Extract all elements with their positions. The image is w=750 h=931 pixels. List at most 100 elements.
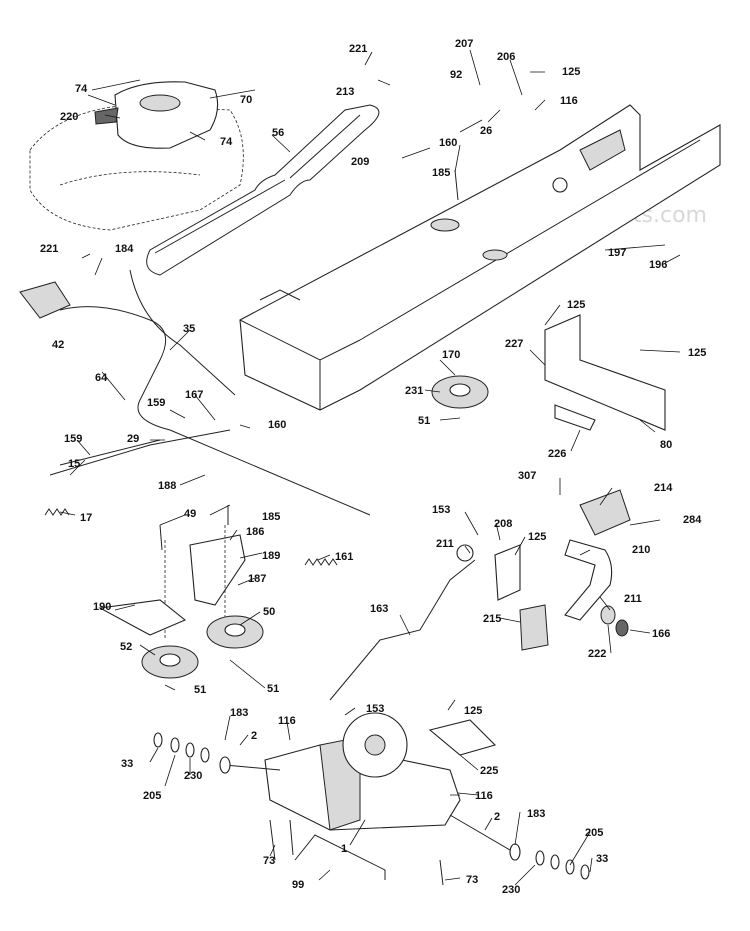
callout-73b: 73: [466, 874, 478, 886]
callout-225: 225: [480, 765, 498, 777]
part-rod-99: [294, 834, 386, 880]
callout-161: 161: [335, 551, 353, 563]
callout-17: 17: [80, 512, 92, 524]
callout-92: 92: [450, 69, 462, 81]
callout-284: 284: [683, 514, 702, 526]
part-grip: [19, 281, 71, 319]
part-pulley-52: [141, 645, 199, 679]
callout-56: 56: [272, 127, 284, 139]
callout-116b: 116: [278, 715, 296, 727]
part-bracket-190: [98, 599, 187, 636]
callout-1: 1: [341, 843, 347, 855]
callout-51c: 51: [267, 683, 279, 695]
callout-125d: 125: [528, 531, 546, 543]
callout-125e: 125: [464, 705, 482, 717]
callout-205b: 205: [585, 827, 603, 839]
callout-51b: 51: [194, 684, 206, 696]
callout-153a: 153: [432, 504, 450, 516]
callout-221b: 221: [40, 243, 58, 255]
part-pulley-50: [206, 615, 264, 649]
part-spring-161: [304, 558, 338, 566]
callout-74b: 74: [220, 136, 233, 148]
callout-2b: 2: [494, 811, 500, 823]
callout-190: 190: [93, 601, 111, 613]
callout-221a: 221: [349, 43, 367, 55]
callout-213: 213: [336, 86, 354, 98]
part-washers-right: [535, 850, 590, 880]
callout-74a: 74: [75, 83, 88, 95]
callout-222: 222: [588, 648, 606, 660]
callout-125a: 125: [562, 66, 580, 78]
callout-51a: 51: [418, 415, 430, 427]
callout-205a: 205: [143, 790, 161, 802]
callout-64: 64: [95, 372, 108, 384]
callout-307: 307: [518, 470, 536, 482]
part-transaxle: [219, 712, 521, 861]
callout-49: 49: [184, 508, 196, 520]
part-chassis-frame: [239, 104, 721, 411]
part-bolts: [159, 169, 459, 886]
callout-99: 99: [292, 879, 304, 891]
callout-170: 170: [442, 349, 460, 361]
callout-73a: 73: [263, 855, 275, 867]
part-bracket-225: [428, 719, 497, 756]
callout-185a: 185: [432, 167, 450, 179]
callout-29: 29: [127, 433, 139, 445]
callout-160b: 160: [268, 419, 286, 431]
callout-42: 42: [52, 339, 64, 351]
leader-lines: [59, 49, 681, 886]
callout-209: 209: [351, 156, 369, 168]
callout-153b: 153: [366, 703, 384, 715]
callout-26: 26: [480, 125, 492, 137]
callout-163: 163: [370, 603, 388, 615]
callout-159a: 159: [147, 397, 165, 409]
callout-230b: 230: [502, 884, 520, 896]
callout-50: 50: [263, 606, 275, 618]
callout-187: 187: [248, 573, 266, 585]
callout-197: 197: [608, 247, 626, 259]
callout-15: 15: [68, 458, 80, 470]
callout-215: 215: [483, 613, 501, 625]
callout-160a: 160: [439, 137, 457, 149]
callout-207: 207: [455, 38, 473, 50]
callout-116c: 116: [475, 790, 493, 802]
callout-2a: 2: [251, 730, 257, 742]
callout-125c: 125: [688, 347, 706, 359]
callout-231: 231: [405, 385, 423, 397]
callout-189: 189: [262, 550, 280, 562]
callout-220: 220: [60, 111, 78, 123]
part-spring-17: [44, 508, 70, 516]
callout-183b: 183: [527, 808, 545, 820]
callout-227: 227: [505, 338, 523, 350]
callout-80: 80: [660, 439, 672, 451]
callout-70: 70: [240, 94, 252, 106]
callout-166: 166: [652, 628, 670, 640]
part-seat-hood: [29, 81, 244, 231]
callout-167: 167: [185, 389, 203, 401]
part-pulley-231: [431, 375, 489, 409]
callout-196: 196: [649, 259, 667, 271]
callout-33b: 33: [596, 853, 608, 865]
part-washers-left: [153, 732, 210, 763]
callout-211a: 211: [436, 538, 454, 550]
callout-labels: 221 213 207 206 125 92 116 74 70 220 74 …: [40, 38, 706, 896]
callout-230a: 230: [184, 770, 202, 782]
callout-159b: 159: [64, 433, 82, 445]
callout-210: 210: [632, 544, 650, 556]
callout-33a: 33: [121, 758, 133, 770]
part-brake-pad: [579, 489, 631, 536]
callout-184: 184: [115, 243, 134, 255]
callout-116a: 116: [560, 95, 578, 107]
callout-186: 186: [246, 526, 264, 538]
callout-214: 214: [654, 482, 673, 494]
part-drive-belt: [146, 104, 380, 276]
callout-183a: 183: [230, 707, 248, 719]
part-control-rods: [49, 269, 371, 516]
callout-226: 226: [548, 448, 566, 460]
callout-208: 208: [494, 518, 512, 530]
callout-211b: 211: [624, 593, 642, 605]
callout-188: 188: [158, 480, 176, 492]
part-pedal-assembly: [329, 539, 629, 701]
callout-125b: 125: [567, 299, 585, 311]
